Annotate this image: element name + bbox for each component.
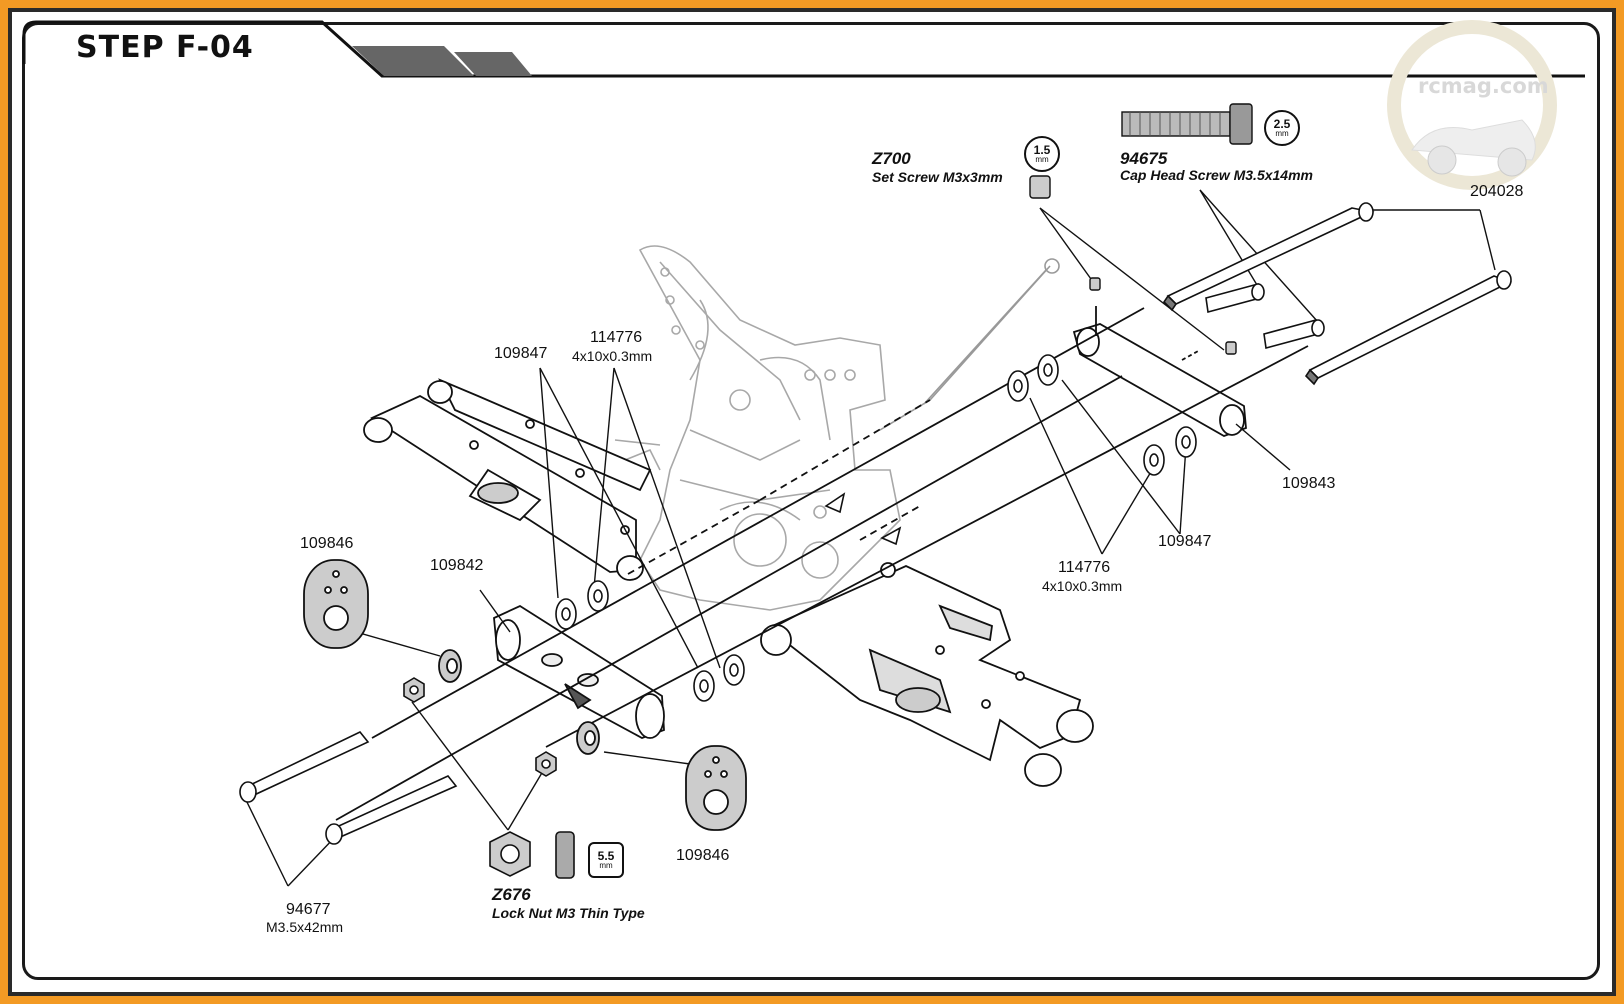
part-109847-right: 109847: [1158, 533, 1212, 550]
hw-z700-tool: 1.5: [1033, 143, 1051, 157]
hw-z700-desc: Set Screw M3x3mm: [872, 169, 1003, 185]
right-lower-arm: [760, 562, 1094, 787]
part-114776-left-size: 4x10x0.3mm: [572, 348, 653, 364]
cap-head-screws: [1205, 282, 1325, 350]
part-94677-size: M3.5x42mm: [266, 919, 344, 935]
cap-screw-illustration: [1121, 103, 1253, 145]
washers: [555, 354, 1197, 702]
header-band: [22, 20, 1585, 78]
hw-94675-code: 94675: [1120, 149, 1168, 168]
part-109846-top: 109846: [300, 535, 354, 552]
lock-nuts: [403, 677, 575, 879]
watermark-text: rcmag.com: [1418, 74, 1549, 98]
hw-z700-code: Z700: [872, 149, 911, 168]
part-114776-right: 114776: [1058, 559, 1111, 576]
insert-arrows: [824, 492, 902, 546]
chassis-bulkhead: [599, 245, 901, 611]
inserts-109846: [303, 559, 747, 831]
page-border: [22, 22, 1600, 980]
part-109843: 109843: [1282, 475, 1336, 492]
nut-driver-5.5-icon: 5.5 mm: [588, 842, 624, 878]
arm-holder-109843: [1072, 323, 1247, 437]
hw-z676-code: Z676: [492, 885, 531, 904]
manual-page: [12, 12, 1612, 992]
hinge-pins: [239, 202, 1512, 845]
hw-94675-tool: 2.5: [1273, 117, 1291, 131]
hex-key-2.5-icon: 2.5 mm: [1264, 110, 1300, 146]
hex-key-1.5-icon: 1.5 mm: [1024, 136, 1060, 172]
part-94677: 94677: [286, 901, 331, 918]
hw-94675-tool-unit: mm: [1275, 129, 1289, 138]
part-109842: 109842: [430, 557, 484, 574]
hw-z676-desc: Lock Nut M3 Thin Type: [492, 905, 645, 921]
arm-holder-109842: [493, 604, 665, 739]
part-204028: 204028: [1470, 183, 1524, 200]
set-screws: [1029, 175, 1237, 355]
part-114776-right-size: 4x10x0.3mm: [1042, 578, 1123, 594]
rcmag-watermark: [1387, 20, 1557, 190]
hw-94675-desc: Cap Head Screw M3.5x14mm: [1120, 167, 1313, 183]
leader-lines: [243, 189, 1496, 887]
hw-z700-tool-unit: mm: [1035, 155, 1049, 164]
part-114776-left: 114776: [590, 329, 643, 346]
left-upper-arm: [363, 378, 652, 581]
part-109847-left: 109847: [494, 345, 548, 362]
part-109846-bottom: 109846: [676, 847, 730, 864]
hw-z676-tool: 5.5: [597, 849, 615, 863]
step-title: STEP F-04: [76, 30, 254, 65]
hw-z676-tool-unit: mm: [599, 861, 613, 870]
